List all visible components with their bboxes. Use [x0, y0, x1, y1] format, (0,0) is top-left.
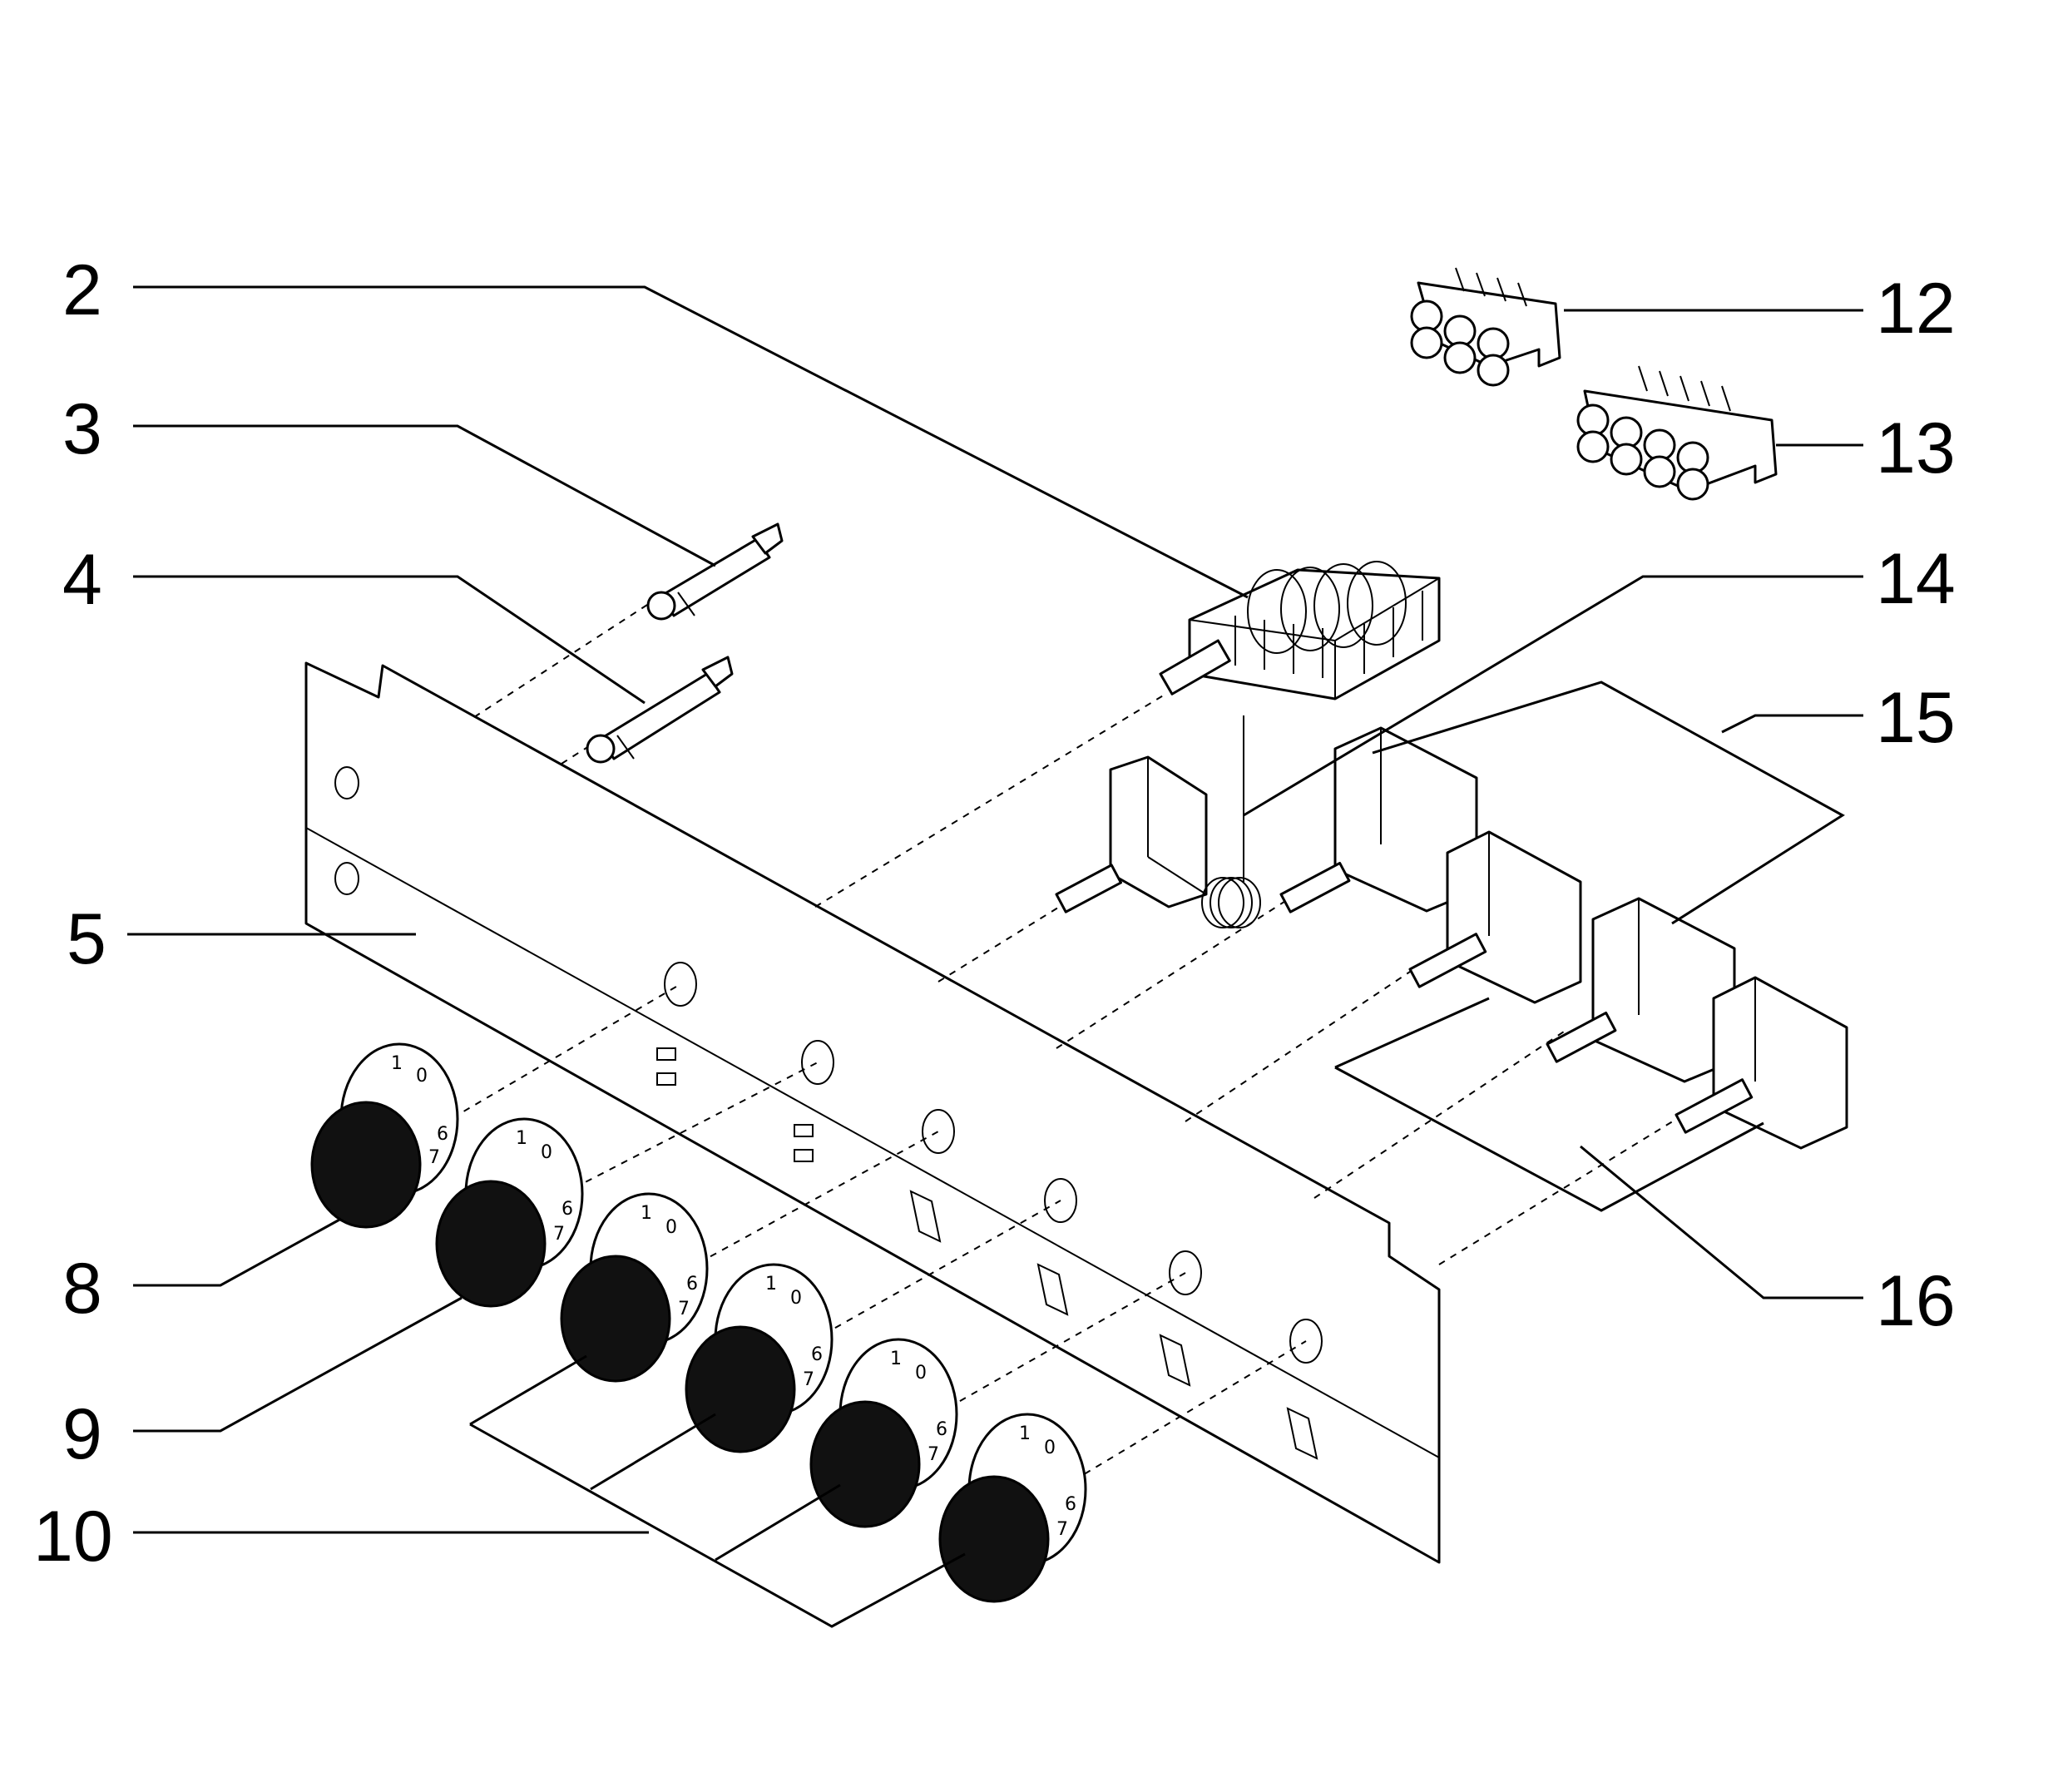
leader-lines: [127, 285, 1863, 1628]
knob-digit: 7: [1056, 1519, 1068, 1540]
knob-10d: 1 0 6 7: [938, 1413, 1087, 1603]
knob-digit: 6: [686, 1274, 698, 1294]
knob-digit: 0: [665, 1217, 677, 1238]
knob-digit: 6: [437, 1124, 448, 1145]
callout-10: 10: [33, 1497, 113, 1577]
knob-digit: 0: [541, 1142, 552, 1163]
knob-digit: 1: [765, 1274, 777, 1294]
knob-digit: 1: [890, 1349, 902, 1369]
callout-labels: 2 3 4 5 8 9 10 12 13 14 15 16: [33, 250, 1956, 1577]
knob-digit: 0: [416, 1066, 428, 1087]
indicator-lamp-3: [646, 522, 784, 621]
knob-8: 1 0 6 7: [310, 1042, 459, 1229]
knob-digit: 7: [928, 1444, 939, 1465]
knob-digit: 6: [561, 1199, 573, 1220]
callout-4: 4: [62, 540, 102, 620]
indicator-lamp-4: [586, 656, 734, 764]
knob-digit: 1: [391, 1053, 403, 1074]
callout-16: 16: [1876, 1261, 1956, 1341]
knob-digit: 7: [428, 1147, 440, 1168]
knob-digit: 6: [936, 1419, 947, 1440]
knob-digit: 0: [915, 1363, 927, 1384]
knob-digit: 7: [553, 1224, 565, 1245]
knob-digit: 6: [811, 1344, 823, 1365]
energy-regulator-16a: [1408, 830, 1582, 1004]
control-panel: [304, 661, 1441, 1564]
connector-block-13: [1576, 365, 1778, 501]
callout-9: 9: [62, 1394, 102, 1474]
energy-regulator-15b: [1546, 897, 1736, 1083]
knob-10c: 1 0 6 7: [809, 1338, 958, 1528]
callout-13: 13: [1876, 408, 1956, 488]
callout-15: 15: [1876, 678, 1956, 758]
callout-8: 8: [62, 1249, 102, 1329]
callout-14: 14: [1876, 539, 1956, 619]
knob-10b: 1 0 6 7: [685, 1263, 834, 1453]
knob-digit: 1: [641, 1203, 652, 1224]
knob-9: 1 0 6 7: [435, 1117, 584, 1308]
knob-digit: 7: [803, 1369, 814, 1390]
knob-digit: 1: [516, 1128, 527, 1149]
knob-10a: 1 0 6 7: [560, 1192, 709, 1383]
callout-5: 5: [67, 899, 106, 979]
knob-digit: 0: [1044, 1438, 1056, 1458]
thermostat-14: [1055, 715, 1261, 928]
connector-block-12: [1410, 267, 1561, 387]
knob-digit: 7: [678, 1299, 690, 1319]
alignment-lines: [440, 595, 1698, 1482]
knob-digit: 1: [1019, 1423, 1031, 1444]
knob-digit: 6: [1065, 1494, 1076, 1515]
callout-3: 3: [62, 389, 102, 469]
knob-digit: 0: [790, 1288, 802, 1309]
callout-2: 2: [62, 250, 102, 330]
energy-regulator-16b: [1675, 976, 1848, 1150]
selector-switch-2: [1159, 561, 1441, 700]
callout-12: 12: [1876, 269, 1956, 349]
